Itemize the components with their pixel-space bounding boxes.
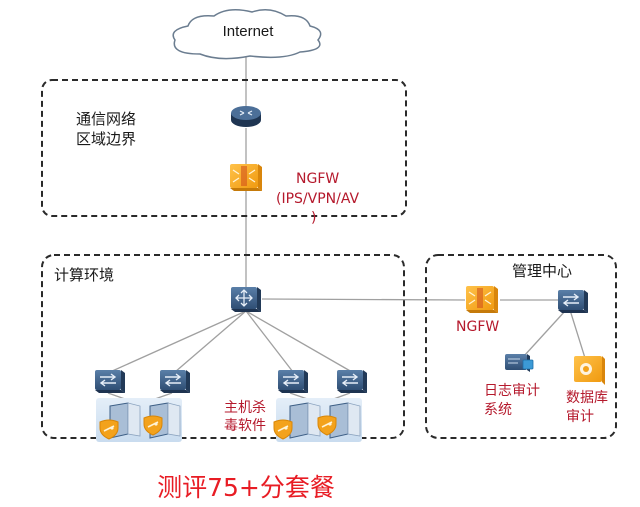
zone-management-label: 管理中心 <box>512 262 572 280</box>
cloud-icon <box>172 9 322 60</box>
link-mgmtswitch-dbaudit <box>569 309 586 359</box>
server-group-right <box>273 397 363 443</box>
boundary-firewall-icon <box>229 163 263 192</box>
boundary-firewall-label: NGFW <box>296 171 339 187</box>
log-audit-label-line2: 系统 <box>484 402 512 418</box>
mgmt-firewall-label: NGFW <box>456 319 499 335</box>
mgmt-switch-icon <box>557 289 589 314</box>
cloud-label: Internet <box>223 23 275 40</box>
access-switch-icon <box>336 369 368 394</box>
mgmt-firewall-icon <box>465 285 499 314</box>
router-icon <box>231 106 261 127</box>
zone-network-boundary <box>41 79 407 217</box>
zone-compute-label: 计算环境 <box>54 266 114 284</box>
zone-compute-environment <box>41 254 405 439</box>
link-mgmtswitch-logaudit <box>523 309 567 357</box>
zone-boundary-label-line1: 通信网络 <box>76 110 136 128</box>
db-audit-icon <box>574 356 605 385</box>
db-audit-label-line1: 数据库 <box>566 390 608 406</box>
access-switch-icon <box>94 369 126 394</box>
core-switch-icon <box>231 287 261 312</box>
boundary-firewall-sublabel: (IPS/VPN/AV <box>276 191 360 207</box>
antivirus-label-line2: 毒软件 <box>224 418 266 434</box>
link-coreswitch-mgmtfirewall <box>261 298 466 301</box>
link-core-access-4 <box>245 310 353 373</box>
access-switch-icon <box>277 369 309 394</box>
log-audit-label-line1: 日志审计 <box>484 383 540 399</box>
antivirus-label-line1: 主机杀 <box>224 400 266 416</box>
link-core-access-2 <box>174 310 247 373</box>
link-core-access-3 <box>245 310 294 373</box>
zone-management-center <box>425 254 617 439</box>
internet-cloud: Internet <box>172 9 322 60</box>
package-title: 测评75+分套餐 <box>157 473 335 502</box>
db-audit-label-line2: 审计 <box>566 409 594 425</box>
link-core-access-1 <box>109 310 247 373</box>
access-switch-icon <box>159 369 191 394</box>
boundary-firewall-sublabel-end: ) <box>311 210 316 226</box>
log-audit-icon <box>505 354 534 372</box>
server-group-left <box>95 397 183 443</box>
zone-boundary-label-line2: 区域边界 <box>76 130 136 148</box>
